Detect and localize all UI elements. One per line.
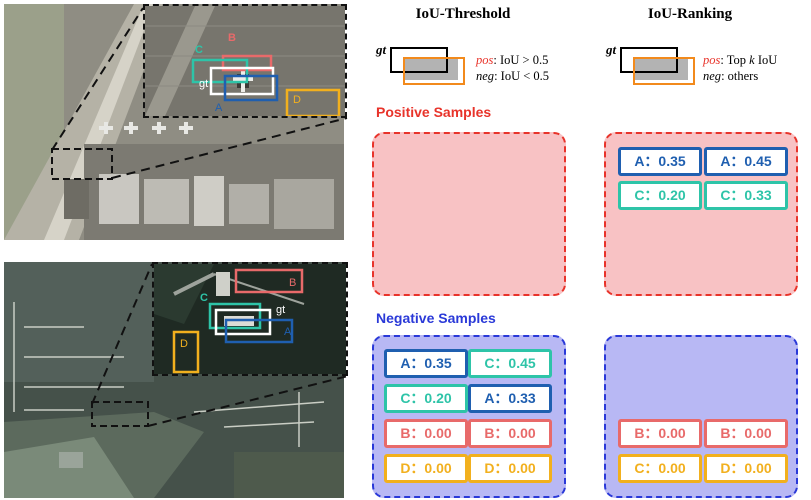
bottom-zoom-scene	[154, 264, 346, 374]
tag-ranking-pos-c-033: C：0.33	[704, 181, 788, 210]
top-label-d: D	[293, 94, 301, 106]
tag-ranking-pos-c-020: C：0.20	[618, 181, 702, 210]
negative-samples-heading: Negative Samples	[376, 310, 496, 326]
legend-ranking-pos-key: pos	[703, 53, 721, 67]
legend-threshold-neg-key: neg	[476, 69, 495, 83]
legend-threshold-neg-rule: : IoU < 0.5	[494, 69, 550, 83]
tag-ranking-pos-a-045: A：0.45	[704, 147, 788, 176]
column-title-threshold: IoU-Threshold	[415, 6, 511, 22]
tag-ranking-neg-d-000: D：0.00	[704, 454, 788, 483]
legend-threshold-pos: pos: IoU > 0.5	[476, 52, 548, 69]
legend-threshold-pos-key: pos	[476, 53, 494, 67]
legend-gt-label-ranking: gt	[606, 42, 617, 57]
legend-ranking-pos-k: k	[749, 53, 755, 67]
legend-threshold-neg: neg: IoU < 0.5	[476, 68, 549, 85]
tag-threshold-neg-d-000-1: D：0.00	[384, 454, 468, 483]
legend-ranking-pos: pos: Top k IoU	[703, 52, 777, 69]
legend-box-diagram-ranking	[620, 47, 695, 85]
tag-ranking-neg-b-000-1: B：0.00	[618, 419, 702, 448]
bottom-label-a: A	[284, 326, 292, 338]
top-zoom-inset: C B gt A D	[143, 4, 347, 118]
top-label-a: A	[215, 102, 223, 114]
positive-samples-heading: Positive Samples	[376, 104, 492, 120]
tag-threshold-neg-b-000-2: B：0.00	[468, 419, 552, 448]
bottom-label-b: B	[289, 277, 297, 289]
column-title-ranking: IoU-Ranking	[647, 6, 733, 22]
legend-threshold-pos-rule: : IoU > 0.5	[493, 53, 549, 67]
bottom-label-d: D	[180, 338, 188, 350]
tag-threshold-neg-b-000-1: B：0.00	[384, 419, 468, 448]
tag-threshold-neg-a-033: A：0.33	[468, 384, 552, 413]
tag-threshold-neg-d-000-2: D：0.00	[468, 454, 552, 483]
tag-ranking-neg-b-000-2: B：0.00	[704, 419, 788, 448]
legend-ranking-neg: neg: others	[703, 68, 758, 85]
legend-ranking-neg-key: neg	[703, 69, 722, 83]
bottom-label-gt: gt	[276, 304, 286, 316]
bottom-label-c: C	[200, 292, 208, 304]
legend-ranking-neg-rule: : others	[721, 69, 759, 83]
top-zoom-scene	[145, 6, 345, 116]
tag-ranking-pos-a-035: A：0.35	[618, 147, 702, 176]
top-label-b: B	[228, 32, 236, 44]
bottom-zoom-inset: B C gt A D	[152, 262, 348, 376]
legend-box-diagram-threshold	[390, 47, 465, 85]
tag-ranking-neg-c-000: C：0.00	[618, 454, 702, 483]
legend-ranking-pos-rule-b: IoU	[754, 53, 778, 67]
panel-threshold-positive	[372, 132, 566, 296]
tag-threshold-neg-c-045: C：0.45	[468, 349, 552, 378]
tag-threshold-neg-c-020: C：0.20	[384, 384, 468, 413]
legend-ranking-pos-rule-a: : Top	[720, 53, 750, 67]
tag-threshold-neg-a-035: A：0.35	[384, 349, 468, 378]
legend-gt-label-threshold: gt	[376, 42, 387, 57]
top-label-c: C	[195, 44, 203, 56]
top-label-gt: gt	[199, 78, 209, 90]
